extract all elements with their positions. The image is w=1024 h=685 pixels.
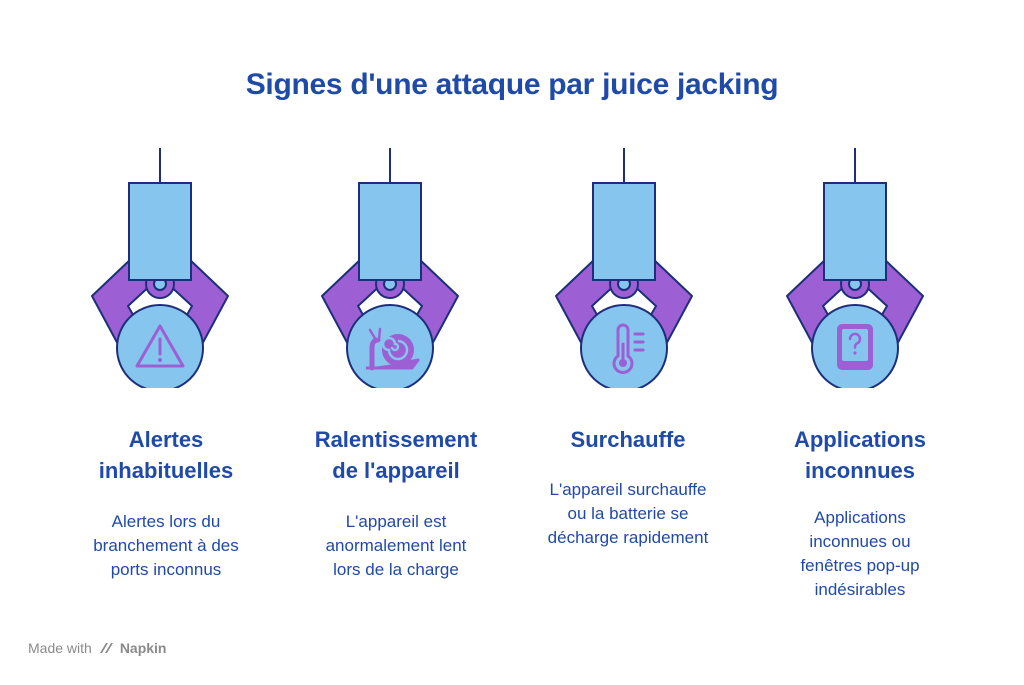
- made-with-footer: Made with Napkin: [28, 640, 167, 656]
- warning-icon: [135, 324, 185, 368]
- claw-graphic-4: [765, 147, 945, 392]
- phone-question-icon: [837, 324, 873, 370]
- card-title-1: Alertes inhabituelles: [98, 427, 234, 483]
- napkin-brand: Napkin: [119, 640, 167, 656]
- card-desc-1: Alertes lors du branchement à des ports …: [93, 512, 239, 579]
- card-title-2: Ralentissement de l'appareil: [314, 427, 478, 483]
- made-with-label: Made with: [28, 640, 92, 656]
- snail-icon: [366, 327, 420, 371]
- card-title-4: Applications inconnues: [793, 427, 926, 483]
- page-title: Signes d'une attaque par juice jacking: [245, 68, 779, 101]
- card-desc-3: L'appareil surchauffe ou la batterie se …: [547, 480, 709, 547]
- claw-graphic-1: [70, 147, 250, 392]
- claw-graphic-2: [300, 147, 480, 392]
- thermometer-icon: [612, 323, 645, 374]
- napkin-logo-icon: [99, 643, 113, 653]
- card-desc-4: Applications inconnues ou fenêtres pop-u…: [800, 508, 920, 599]
- claw-graphic-3: [534, 147, 714, 392]
- card-desc-2: L'appareil est anormalement lent lors de…: [325, 512, 467, 579]
- card-title-3: Surchauffe: [570, 427, 686, 452]
